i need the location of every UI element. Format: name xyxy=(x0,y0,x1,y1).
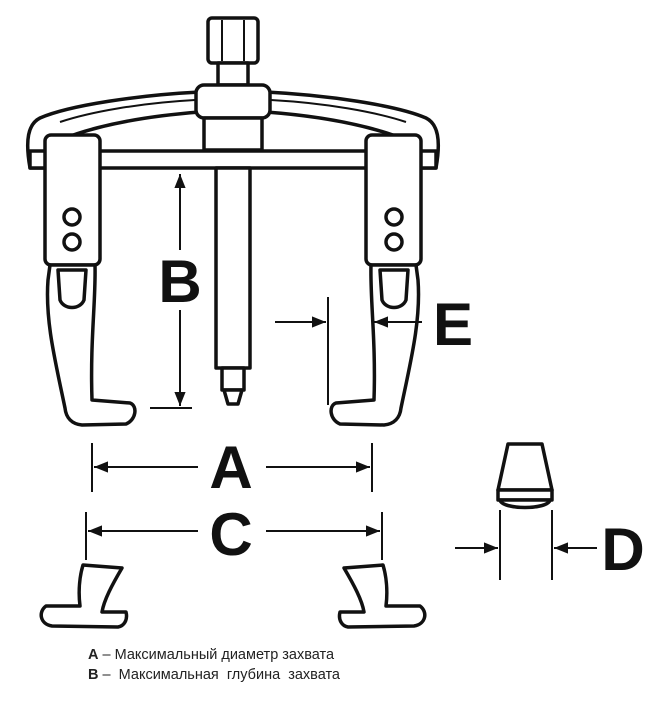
label-c: C xyxy=(209,501,252,568)
label-b: B xyxy=(158,248,201,315)
inverted-jaw-left xyxy=(39,563,129,629)
legend-item-a: A – Максимальный диаметр захвата xyxy=(88,647,335,663)
label-d: D xyxy=(601,516,644,583)
label-a: A xyxy=(209,434,252,501)
spindle-tip-detail xyxy=(496,442,554,510)
legend-item-b: B – Максимальная глубина захвата xyxy=(88,667,340,683)
right-jaw xyxy=(329,133,423,427)
legend: A – Максимальный диаметр захвата B – Мак… xyxy=(88,645,340,685)
forcing-screw xyxy=(194,16,272,406)
puller-arms xyxy=(26,90,440,170)
left-jaw xyxy=(43,133,137,427)
label-e: E xyxy=(433,291,473,358)
inverted-jaw-right xyxy=(337,563,427,629)
